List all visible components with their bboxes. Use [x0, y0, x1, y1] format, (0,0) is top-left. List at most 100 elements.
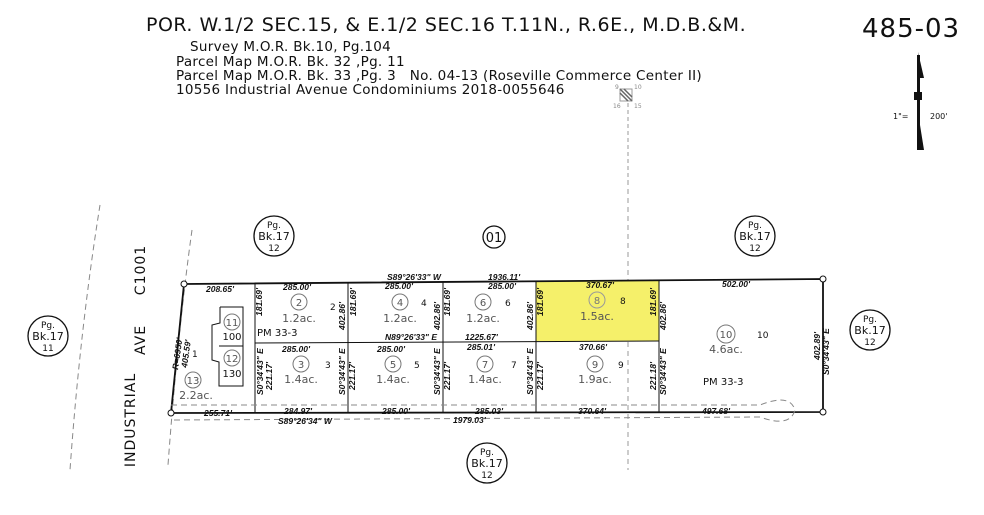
dim: 181.69' [254, 287, 264, 316]
parcel-5[interactable]: 5 1.4ac. 5 [376, 355, 420, 386]
section-num: 15 [634, 103, 642, 110]
svg-text:1.2ac.: 1.2ac. [282, 312, 316, 325]
block-label: 01 [482, 225, 506, 249]
svg-text:4: 4 [397, 298, 403, 309]
north-total: 1936.11' [488, 272, 521, 282]
dim: 285.01' [466, 342, 496, 352]
parcel-8[interactable]: 8 1.5ac. 8 [580, 291, 626, 323]
svg-text:3: 3 [298, 360, 304, 371]
dim: 285.00' [376, 344, 406, 354]
svg-text:Pg.: Pg. [267, 221, 281, 231]
dim: 255.71' [203, 408, 233, 418]
map-title: POR. W.1/2 SEC.15, & E.1/2 SEC.16 T.11N.… [146, 14, 747, 36]
page-ref-bottom[interactable]: Pg. Bk.17 12 [466, 442, 508, 484]
svg-text:5: 5 [414, 361, 420, 371]
dim: 221.17' [442, 361, 452, 391]
dim: 221.17' [347, 361, 357, 391]
parcel-13[interactable]: 13 2.2ac. 1 [179, 350, 213, 402]
dim: S0°34'43" E [432, 348, 442, 395]
parcel-11[interactable]: 11 100 [222, 313, 242, 343]
corner-monument-icon [819, 408, 827, 416]
parcel-6[interactable]: 6 1.2ac. 6 [466, 293, 511, 325]
svg-text:12: 12 [268, 244, 279, 254]
page-ref-top-right[interactable]: Pg. Bk.17 12 [734, 215, 776, 257]
parcel-9[interactable]: 9 1.9ac. 9 [578, 355, 624, 386]
reference-survey: Survey M.O.R. Bk.10, Pg.104 [190, 39, 392, 55]
scale-label: 1"= [893, 112, 908, 121]
svg-text:4.6ac.: 4.6ac. [709, 343, 743, 356]
svg-text:130: 130 [222, 369, 241, 380]
road-name-ave: AVE [133, 325, 149, 355]
svg-text:7: 7 [511, 361, 517, 371]
page-ref-left[interactable]: Pg. Bk.17 11 [27, 315, 69, 357]
dim: 405.59' [179, 338, 193, 369]
north-bearing: S89°26'33" W [387, 272, 442, 282]
dim: 285.00' [487, 281, 517, 291]
parcel-12[interactable]: 12 130 [222, 349, 242, 380]
parcel-3[interactable]: 3 1.4ac. 3 [284, 355, 331, 386]
dim: 370.66' [579, 342, 608, 352]
dim: 221.17' [264, 361, 274, 391]
corner-monument-icon [819, 275, 827, 283]
map-number: 485-03 [862, 14, 961, 44]
svg-text:Pg.: Pg. [748, 221, 762, 231]
svg-text:13: 13 [187, 376, 200, 387]
svg-text:12: 12 [864, 338, 875, 348]
svg-text:12: 12 [749, 244, 760, 254]
svg-text:8: 8 [594, 296, 600, 307]
svg-text:01: 01 [486, 231, 503, 246]
svg-text:10: 10 [757, 331, 769, 341]
svg-text:1: 1 [192, 350, 198, 360]
dim: 221.18' [648, 361, 658, 391]
svg-text:12: 12 [226, 354, 239, 365]
parcel-10[interactable]: 10 4.6ac. 10 [709, 324, 769, 356]
svg-text:1.4ac.: 1.4ac. [376, 373, 410, 386]
page-ref-right[interactable]: Pg. Bk.17 12 [849, 309, 891, 351]
svg-text:1.9ac.: 1.9ac. [578, 373, 612, 386]
road-row-line [69, 204, 101, 471]
dim: 402.86' [525, 301, 535, 331]
easement-line [170, 399, 796, 422]
dim: S0°34'43" E [337, 348, 347, 395]
parcel-4[interactable]: 4 1.2ac. 4 [383, 293, 427, 325]
pm-label: PM 33-3 [257, 328, 298, 339]
section-num: 10 [634, 84, 642, 91]
svg-text:1.2ac.: 1.2ac. [466, 312, 500, 325]
road-code: C1001 [133, 245, 149, 295]
svg-text:11: 11 [226, 318, 239, 329]
page-ref-top-left[interactable]: Pg. Bk.17 12 [253, 215, 295, 257]
parcel-7[interactable]: 7 1.4ac. 7 [468, 355, 517, 386]
mid-total: 1225.67' [465, 332, 499, 342]
svg-text:Pg.: Pg. [863, 315, 877, 325]
svg-text:Bk.17: Bk.17 [854, 324, 885, 337]
parcel-2[interactable]: 2 1.2ac. 2 [282, 293, 336, 325]
svg-text:100: 100 [222, 332, 241, 343]
dim: 181.69' [348, 287, 358, 316]
dim: 285.00' [281, 344, 311, 354]
north-arrow-icon [914, 52, 924, 150]
svg-text:3: 3 [325, 361, 331, 371]
dim: 221.17' [535, 361, 545, 391]
dim: 208.65' [205, 284, 235, 294]
dim: 181.69' [648, 287, 658, 316]
dim: 285.00' [381, 406, 411, 416]
svg-text:6: 6 [505, 299, 511, 309]
svg-text:1.5ac.: 1.5ac. [580, 310, 614, 323]
svg-text:Bk.17: Bk.17 [739, 230, 770, 243]
svg-text:11: 11 [42, 344, 53, 354]
parcel-8-highlight[interactable] [536, 281, 659, 341]
svg-text:12: 12 [481, 471, 492, 481]
svg-text:8: 8 [620, 297, 626, 307]
dim: 370.67' [586, 280, 615, 290]
section-num: 16 [613, 103, 621, 110]
dim: 402.86' [337, 301, 347, 331]
svg-text:5: 5 [390, 360, 396, 371]
dim: 402.86' [432, 301, 442, 331]
pm-label: PM 33-3 [703, 377, 744, 388]
dim: 502.00' [722, 279, 751, 289]
svg-text:6: 6 [480, 298, 486, 309]
section-num: 9 [615, 84, 619, 91]
svg-text:10: 10 [720, 330, 733, 341]
svg-text:2: 2 [330, 303, 336, 313]
dim: 285.00' [282, 282, 312, 292]
